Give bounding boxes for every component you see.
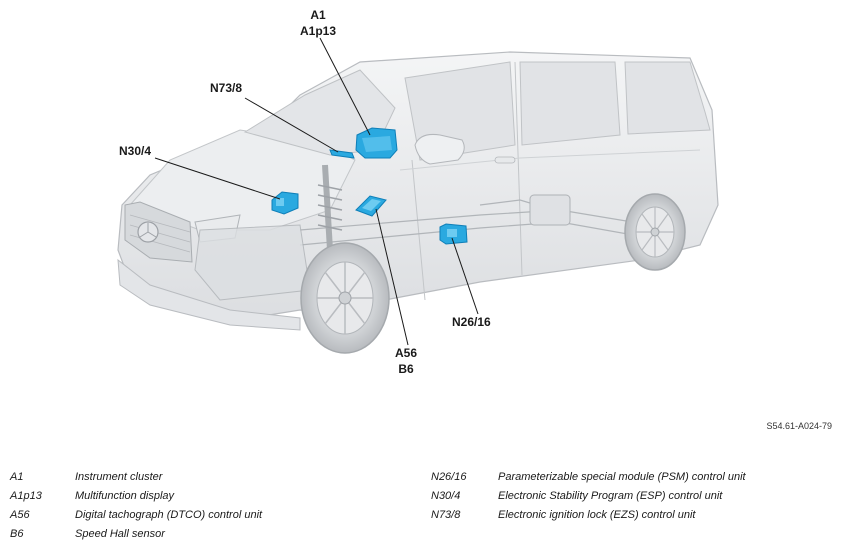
legend-left: A1 Instrument cluster A1p13 Multifunctio… [10,467,262,543]
rear-wheel [624,193,686,271]
legend-code: N30/4 [431,489,461,502]
van-component-diagram [117,37,719,354]
legend-desc: Electronic Stability Program (ESP) contr… [498,489,723,502]
legend-row: N26/16 Parameterizable special module (P… [431,467,746,486]
legend-desc: Digital tachograph (DTCO) control unit [75,508,263,521]
callout-n73-8: N73/8 [210,80,242,96]
callout-b6-code: B6 [398,362,414,376]
legend-desc: Multifunction display [75,489,175,502]
callout-n30-4-code: N30/4 [119,144,152,158]
legend-code: A1 [10,470,24,483]
legend-code: A1p13 [10,489,42,502]
front-wheel [300,242,390,354]
legend-code: A56 [10,508,30,521]
legend-right: N26/16 Parameterizable special module (P… [431,467,746,524]
callout-a56: A56 B6 [395,345,417,377]
van-body [117,51,719,331]
legend-desc: Instrument cluster [75,470,163,483]
callout-n30-4: N30/4 [119,143,151,159]
legend-row: A56 Digital tachograph (DTCO) control un… [10,505,262,524]
legend-desc: Parameterizable special module (PSM) con… [498,470,746,483]
esp-control-unit-component [271,191,299,215]
legend-code: N73/8 [431,508,461,521]
callout-a1p13-code: A1p13 [300,24,337,38]
legend-desc: Speed Hall sensor [75,527,165,540]
psm-control-unit-component [439,223,468,245]
legend-row: A1 Instrument cluster [10,467,262,486]
legend-code: N26/16 [431,470,467,483]
callout-a1-code: A1 [310,8,326,22]
tachograph-component [355,195,387,217]
legend-row: N73/8 Electronic ignition lock (EZS) con… [431,505,746,524]
callout-a56-code: A56 [395,346,418,360]
legend-desc: Electronic ignition lock (EZS) control u… [498,508,696,521]
figure-reference: S54.61-A024-79 [766,421,832,431]
callout-n26-16-code: N26/16 [452,315,491,329]
legend-row: A1p13 Multifunction display [10,486,262,505]
leader-lines [154,37,479,346]
legend-code: B6 [10,527,24,540]
instrument-cluster-component [355,127,398,159]
legend-row: N30/4 Electronic Stability Program (ESP)… [431,486,746,505]
legend-row: B6 Speed Hall sensor [10,524,262,543]
callout-n73-8-code: N73/8 [210,81,243,95]
callout-n26-16: N26/16 [452,314,491,330]
callout-a1: A1 A1p13 [300,7,336,39]
ignition-lock-component [329,149,355,159]
